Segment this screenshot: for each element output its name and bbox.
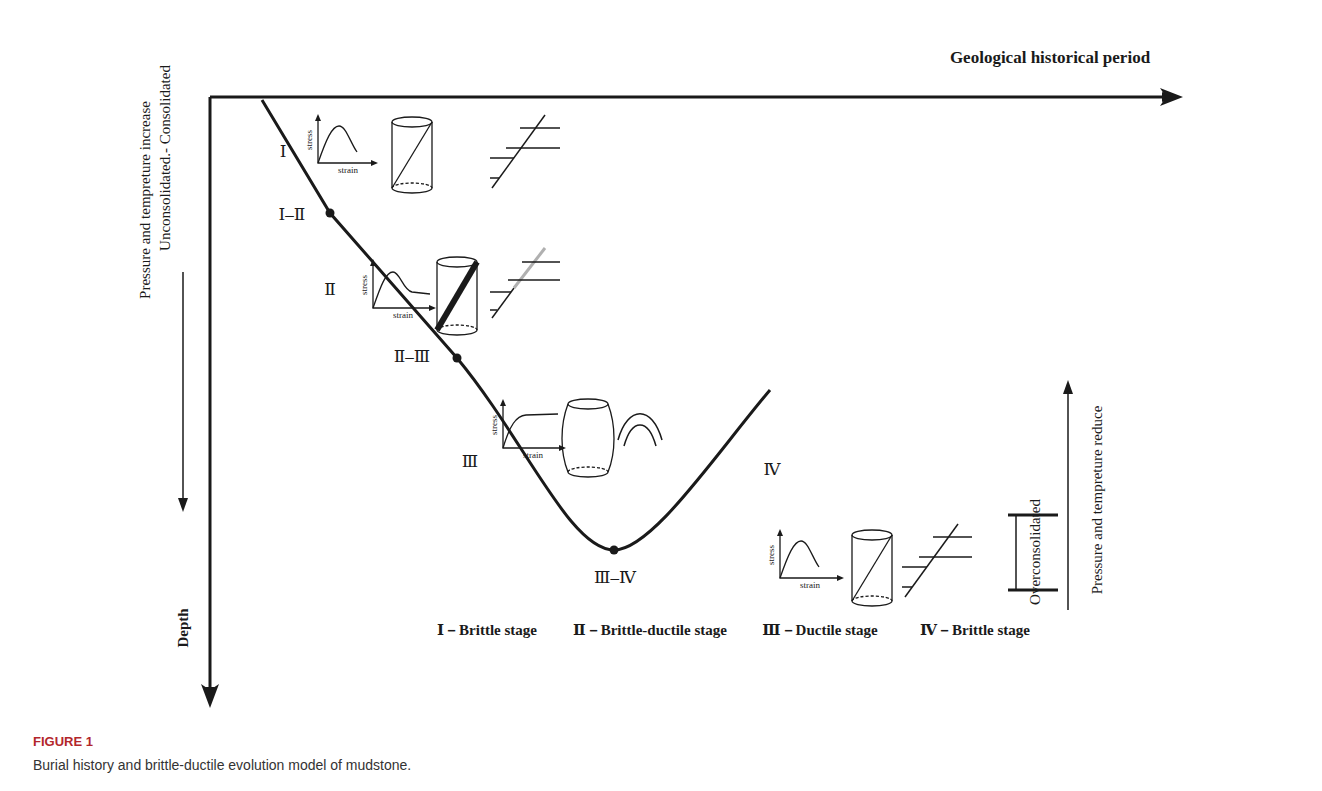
chart-axis: strain [393, 311, 413, 321]
stage-label: Ⅰ [280, 143, 287, 162]
axis-note: Pressure and tempreture increase [137, 101, 154, 299]
stage-boundary: Ⅱ–Ⅲ [394, 348, 430, 367]
axis-title: Depth [175, 608, 192, 647]
fault-symbols [490, 115, 972, 597]
stage-label: Ⅳ [764, 461, 781, 480]
chart-axis: strain [523, 451, 543, 461]
chart-axis: strain [800, 581, 820, 591]
axis-title: Geological historical period [950, 49, 1150, 68]
stage-key: Ⅳ－Brittle stage [920, 622, 1030, 639]
stress-strain-charts [318, 118, 840, 578]
chart-axis: stress [767, 545, 777, 565]
axis-note: Unconsolidated.- Consolidated [157, 65, 174, 251]
figure-number: FIGURE 1 [33, 735, 93, 749]
rock-samples [392, 117, 892, 606]
stage-boundary: Ⅰ–Ⅱ [279, 206, 306, 225]
trend-label: Pressure and tempreture reduce [1089, 406, 1106, 595]
stage-label: Ⅱ [324, 281, 336, 300]
chart-axis: stress [360, 275, 370, 295]
axes [210, 97, 1170, 695]
trend-arrow [182, 272, 184, 500]
chart-axis: stress [490, 415, 500, 435]
burial-curve [262, 100, 770, 550]
stage-key: Ⅱ－Brittle-ductile stage [573, 622, 727, 639]
stage-key: Ⅲ－Ductile stage [762, 622, 877, 639]
stage-key: Ⅰ－Brittle stage [437, 622, 537, 639]
stage-label: Ⅲ [462, 453, 478, 472]
bracket [1008, 392, 1068, 610]
chart-axis: strain [338, 166, 358, 176]
figure-caption: Burial history and brittle-ductile evolu… [33, 758, 411, 773]
stage-boundary: Ⅲ–Ⅳ [594, 569, 636, 588]
chart-axis: stress [305, 130, 315, 150]
bracket-label: Overconsolidated [1027, 499, 1044, 605]
